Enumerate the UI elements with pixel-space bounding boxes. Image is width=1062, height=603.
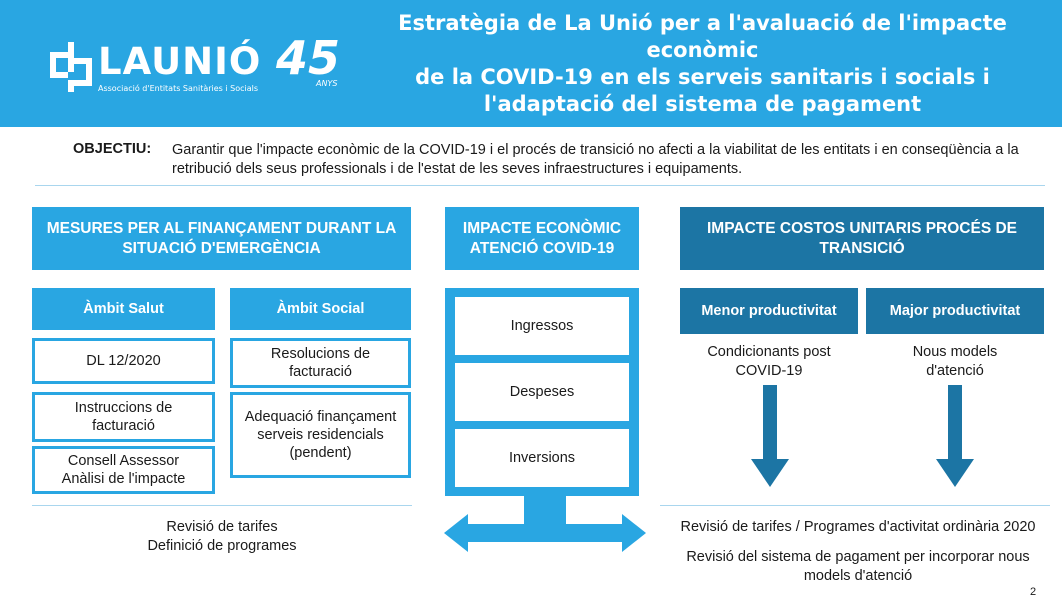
salut-item-1: DL 12/2020 xyxy=(32,338,215,384)
la-unio-logo-mark xyxy=(50,42,92,92)
left-footer-separator xyxy=(32,505,412,506)
social-item-1: Resolucions de facturació xyxy=(230,338,411,388)
center-item-ingressos: Ingressos xyxy=(455,297,629,355)
social-item-2: Adequació finançament serveis residencia… xyxy=(230,392,411,478)
header-banner xyxy=(0,0,1062,127)
anniversary-label: ANYS xyxy=(316,79,338,88)
logo-subtitle: Associació d'Entitats Sanitàries i Socia… xyxy=(98,84,259,93)
major-productivitat-title: Major productivitat xyxy=(866,288,1044,334)
anniversary-number: 45 xyxy=(276,31,341,85)
right-footer-line-1: Revisió de tarifes / Programes d'activit… xyxy=(680,519,1036,535)
ambit-salut-title: Àmbit Salut xyxy=(32,288,215,330)
salut-item-3: Consell Assessor Anàlisi de l'impacte xyxy=(32,446,215,494)
center-item-inversions: Inversions xyxy=(455,429,629,487)
center-section-title: IMPACTE ECONÒMIC ATENCIÓ COVID-19 xyxy=(445,207,639,270)
left-section-title: MESURES PER AL FINANÇAMENT DURANT LA SIT… xyxy=(32,207,411,270)
major-productivitat-text: Nous models d'atenció xyxy=(912,344,998,379)
left-footer-line-2: Definició de programes xyxy=(147,538,297,554)
right-footer-separator xyxy=(660,505,1050,506)
salut-item-2: Instruccions de facturació xyxy=(32,392,215,442)
center-item-despeses: Despeses xyxy=(455,363,629,421)
menor-productivitat-title: Menor productivitat xyxy=(680,288,858,334)
right-footer-line-2: Revisió del sistema de pagament per inco… xyxy=(686,549,1030,584)
ambit-social-title: Àmbit Social xyxy=(230,288,411,330)
menor-productivitat-text: Condicionants post COVID-19 xyxy=(707,344,831,379)
down-arrow-icon xyxy=(751,385,789,487)
objective-separator xyxy=(35,185,1045,186)
down-arrow-icon xyxy=(936,385,974,487)
logo-name: LAUNIÓ xyxy=(98,40,262,83)
right-section-title: IMPACTE COSTOS UNITARIS PROCÉS DE TRANSI… xyxy=(680,207,1044,270)
page-title: Estratègia de La Unió per a l'avaluació … xyxy=(398,11,1007,116)
page-number: 2 xyxy=(1030,586,1037,598)
left-footer-line-1: Revisió de tarifes xyxy=(166,519,278,535)
bidirectional-arrow-icon xyxy=(444,494,646,552)
objective-label: OBJECTIU: xyxy=(73,141,152,157)
objective-text: Garantir que l'impacte econòmic de la CO… xyxy=(172,142,1019,177)
